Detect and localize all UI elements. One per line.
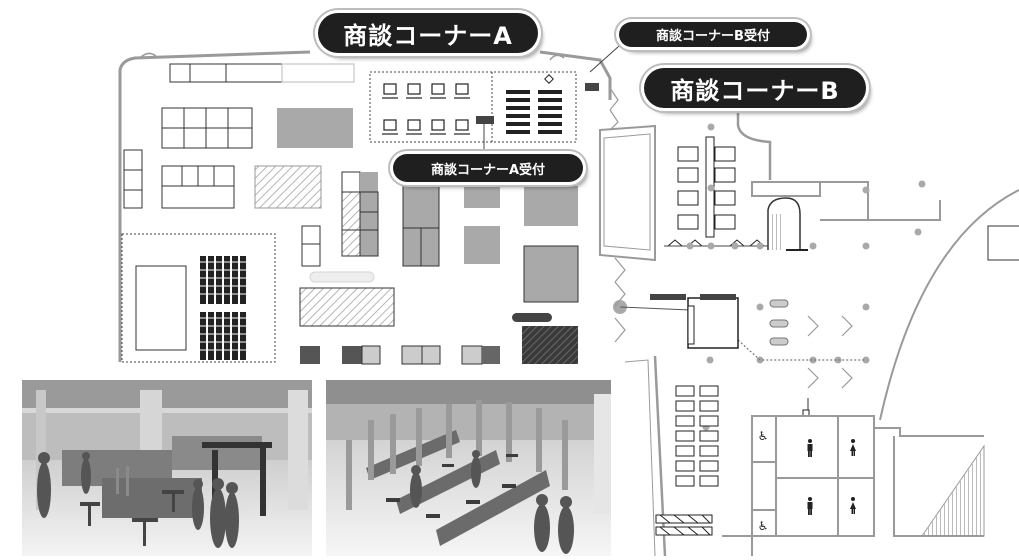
corner-a-seats [506, 90, 562, 134]
seat-rows [200, 256, 246, 360]
corner-a-reception-label: 商談コーナーA受付 [393, 154, 583, 182]
svg-text:♿: ♿ [758, 519, 769, 533]
photo-corner-b [326, 380, 611, 556]
corner-b-tables [677, 136, 736, 238]
restroom-block [751, 415, 875, 537]
male-restroom-icon [807, 439, 813, 457]
booth-hatched [254, 165, 322, 209]
stairs [767, 197, 801, 250]
corner-b-reception-label: 商談コーナーB受付 [619, 22, 807, 47]
corner-a-label: 商談コーナーA [318, 13, 538, 53]
booths-left [123, 107, 253, 209]
svg-text:♿: ♿ [758, 429, 769, 443]
photo-corner-a-render [22, 380, 312, 556]
columns [613, 123, 926, 483]
male-restroom-icon-2 [807, 497, 813, 515]
wheelchair-icon-2: ♿ [758, 519, 769, 533]
wheelchair-icon: ♿ [758, 429, 769, 443]
info-desk [687, 297, 739, 349]
curved-wall [879, 189, 1019, 421]
corner-b-desk [585, 83, 599, 91]
doors [609, 87, 853, 389]
corner-a-tables [383, 83, 469, 131]
corner-a-area [369, 71, 577, 143]
dotted-area [121, 233, 276, 363]
photo-corner-a [22, 380, 312, 556]
corner-b-label: 商談コーナーB [644, 68, 866, 108]
photo-corner-b-render [326, 380, 611, 556]
right-walls [599, 124, 656, 262]
corner-a-desk [476, 116, 494, 124]
booth-gray [277, 108, 353, 148]
female-restroom-icon-2 [850, 497, 856, 514]
top-booths [169, 63, 355, 83]
female-restroom-icon [850, 439, 856, 456]
hall-wall-top [139, 52, 157, 59]
lower-tables [675, 385, 719, 487]
booths-middle [299, 171, 579, 365]
